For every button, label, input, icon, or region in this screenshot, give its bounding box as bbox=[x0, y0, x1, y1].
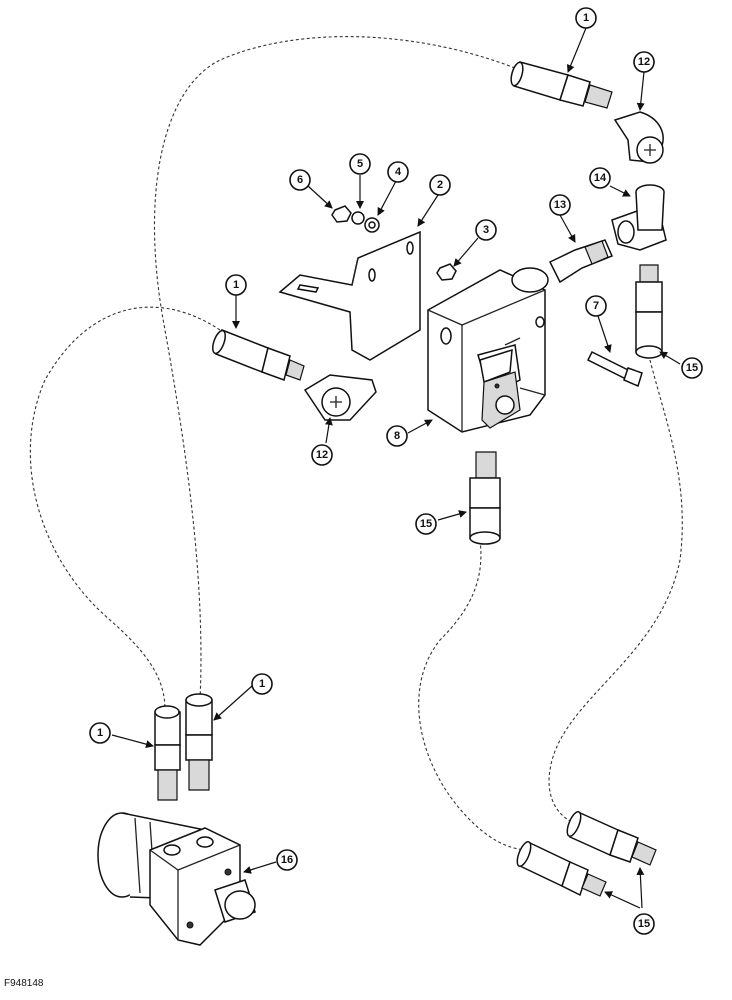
leader-lines bbox=[111, 27, 681, 909]
callout-item: 4 bbox=[387, 161, 409, 183]
hose-end-center bbox=[469, 451, 501, 545]
callout-item: 15 bbox=[415, 513, 437, 535]
callout-label: 15 bbox=[638, 918, 650, 930]
bolt bbox=[586, 350, 643, 388]
callouts: 1 12 14 13 6 5 4 2 3 1 7 15 12 8 15 1 1 … bbox=[89, 7, 703, 935]
callout-item: 1 bbox=[251, 673, 273, 695]
elbow-fitting-left bbox=[303, 374, 377, 421]
hose-ends-bottom-right bbox=[516, 810, 657, 897]
callout-label: 3 bbox=[483, 224, 489, 236]
callout-label: 16 bbox=[281, 854, 293, 866]
callout-item: 5 bbox=[349, 153, 371, 175]
valve-block bbox=[427, 267, 549, 433]
elbow-fitting-top bbox=[613, 111, 664, 164]
small-hardware bbox=[331, 205, 457, 281]
callout-label: 2 bbox=[437, 179, 443, 191]
callout-label: 1 bbox=[583, 12, 589, 24]
callout-item: 8 bbox=[386, 425, 408, 447]
callout-item: 1 bbox=[575, 7, 597, 29]
callout-label: 7 bbox=[593, 300, 599, 312]
figure-id: F948148 bbox=[4, 978, 44, 989]
callout-item: 14 bbox=[589, 167, 611, 189]
callout-label: 5 bbox=[357, 158, 363, 170]
tee-fitting bbox=[611, 184, 667, 251]
hose-end-left-middle bbox=[212, 328, 305, 381]
callout-item: 15 bbox=[681, 357, 703, 379]
callout-label: 6 bbox=[297, 174, 303, 186]
callout-label: 12 bbox=[638, 56, 650, 68]
callout-label: 1 bbox=[233, 279, 239, 291]
callout-label: 14 bbox=[594, 172, 607, 184]
hose-end-top bbox=[510, 61, 613, 109]
hydraulic-motor bbox=[97, 812, 256, 946]
callout-label: 15 bbox=[686, 362, 698, 374]
callout-label: 1 bbox=[259, 678, 265, 690]
callout-item: 1 bbox=[225, 274, 247, 296]
callout-item: 6 bbox=[289, 169, 311, 191]
mounting-bracket bbox=[278, 230, 421, 361]
callout-label: 4 bbox=[395, 166, 402, 178]
callout-item: 1 bbox=[89, 722, 111, 744]
callout-item: 13 bbox=[549, 194, 571, 216]
callout-label: 13 bbox=[554, 199, 566, 211]
hose-ends-bottom-left bbox=[154, 693, 213, 801]
callout-item: 2 bbox=[429, 174, 451, 196]
hose-top-long bbox=[153, 36, 521, 701]
hose-end-right bbox=[635, 264, 663, 359]
hose-right-down bbox=[548, 359, 683, 826]
callout-item: 3 bbox=[475, 219, 497, 241]
callout-label: 12 bbox=[316, 449, 328, 461]
callout-label: 15 bbox=[420, 518, 432, 530]
hose-center-down bbox=[418, 539, 531, 851]
callout-item: 15 bbox=[633, 913, 655, 935]
hose-left-loop bbox=[29, 306, 221, 711]
callout-item: 7 bbox=[585, 295, 607, 317]
callout-item: 12 bbox=[311, 444, 333, 466]
callout-label: 8 bbox=[394, 430, 400, 442]
straight-fitting bbox=[548, 239, 613, 284]
callout-item: 16 bbox=[276, 849, 298, 871]
callout-item: 12 bbox=[633, 51, 655, 73]
callout-label: 1 bbox=[97, 727, 103, 739]
hoses bbox=[29, 36, 683, 851]
